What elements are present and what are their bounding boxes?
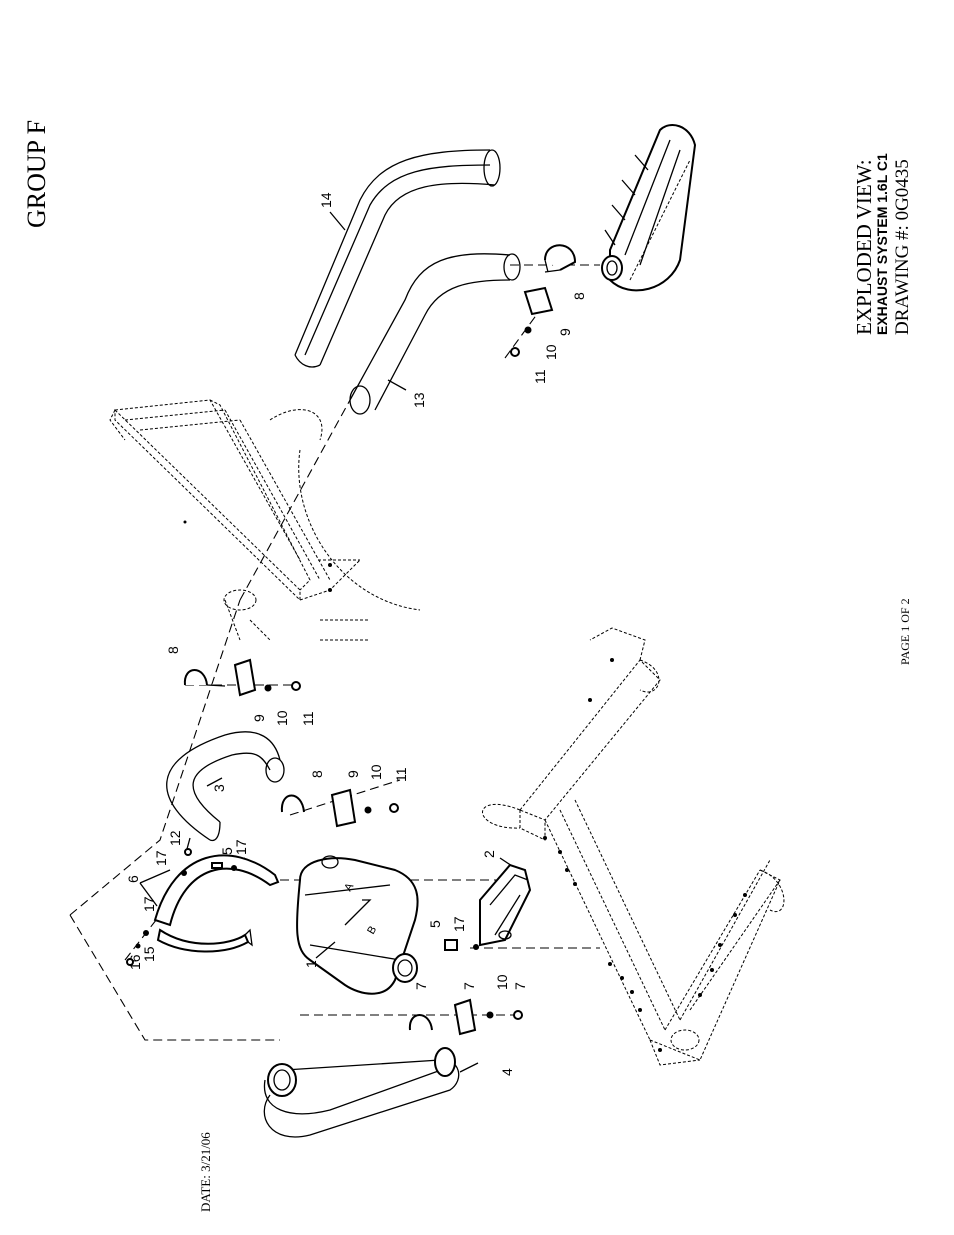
- part-4-pipe: [263, 1047, 460, 1138]
- callout-16: 16: [127, 954, 143, 970]
- callout-12: 12: [167, 830, 183, 846]
- callout-8b: 8: [309, 770, 325, 778]
- callout-leaders: [139, 211, 513, 1073]
- callout-17c: 17: [233, 839, 249, 855]
- chassis-frame: [482, 627, 785, 1066]
- part-6-hanger: [153, 854, 280, 953]
- part-3-pipe: [166, 731, 285, 842]
- callout-14: 14: [318, 192, 334, 208]
- callout-11a: 11: [300, 711, 316, 726]
- small-fasteners: [126, 848, 479, 966]
- callout-9c: 9: [557, 328, 573, 336]
- callout-6: 6: [125, 875, 141, 883]
- callout-10d: 10: [543, 344, 559, 360]
- clamp-hardware-middle: [280, 788, 399, 828]
- part-13-pipe: [349, 253, 521, 415]
- callout-9b: 9: [345, 770, 361, 778]
- part-1-muffler: [296, 855, 419, 995]
- callout-2: 2: [481, 850, 497, 858]
- callout-10b: 10: [368, 764, 384, 780]
- callout-5a: 5: [219, 847, 235, 855]
- callout-5b: 5: [427, 920, 443, 928]
- callout-7b: 7: [461, 982, 477, 990]
- callout-13: 13: [411, 392, 427, 408]
- callout-15: 15: [141, 946, 157, 962]
- clamp-hardware-lower: [408, 998, 523, 1036]
- callout-10c: 10: [494, 974, 510, 990]
- manifold-clamp-hardware: [510, 244, 577, 357]
- callout-8a: 8: [165, 646, 181, 654]
- callout-3: 3: [211, 784, 227, 792]
- exhaust-manifold: [601, 124, 697, 292]
- callout-17b: 17: [153, 850, 169, 866]
- part-2-bracket: [479, 863, 532, 947]
- clamp-hardware-upper: [183, 658, 301, 697]
- callout-17d: 17: [451, 916, 467, 932]
- callout-10a: 10: [274, 710, 290, 726]
- callout-7c: 7: [512, 982, 528, 990]
- callout-1: 1: [303, 960, 319, 968]
- callout-8c: 8: [571, 292, 587, 300]
- part-14-pipe: [294, 149, 501, 368]
- callout-4: 4: [499, 1068, 515, 1076]
- callout-11b: 11: [393, 767, 409, 782]
- callout-7a: 7: [413, 982, 429, 990]
- callout-11c: 11: [532, 369, 548, 384]
- callout-17a: 17: [141, 896, 157, 912]
- callout-numbers: 1 2 3 4 5 5 6 7 7 7 8 8 8 9 9 9 10 10 10…: [125, 192, 587, 1076]
- callout-9a: 9: [251, 714, 267, 722]
- upper-crossmember: [109, 399, 421, 641]
